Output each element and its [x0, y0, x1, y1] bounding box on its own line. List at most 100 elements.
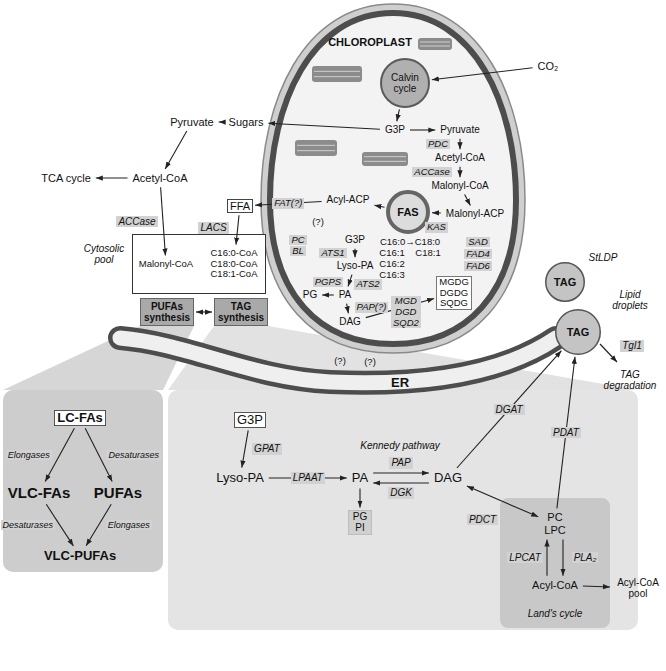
- metabolite-node: PC LPC: [540, 510, 570, 537]
- text-holder: PGPS: [313, 277, 343, 288]
- enzyme-label: PDC: [426, 139, 450, 150]
- metabolite-node: C16:0-CoA C18:0-CoA C18:1-CoA: [205, 247, 263, 282]
- connector: [354, 249, 355, 258]
- enzyme-label: MGD DGD SQD2: [391, 296, 421, 329]
- enzyme-label: PDAT: [551, 427, 581, 439]
- node-text: Sugars: [229, 116, 264, 129]
- text-label: C16:0→C18:0: [380, 237, 440, 248]
- text-holder: PAP(?): [355, 302, 389, 313]
- node-text: Acyl-ACP: [327, 194, 370, 206]
- circle-outline: [388, 192, 428, 232]
- enzyme-label: PAP(?): [355, 302, 389, 313]
- node-text: CO₂: [538, 60, 559, 73]
- metabolite-node: Lyso-PA: [334, 259, 377, 273]
- node-text: Malonyl-CoA: [431, 180, 488, 192]
- text-label: (?): [334, 356, 346, 367]
- process-box: TAG synthesis: [214, 298, 268, 326]
- text-label: C16:2: [379, 259, 404, 270]
- thylakoid-line: [364, 161, 406, 162]
- enzyme-label: DGK: [388, 487, 414, 499]
- text-holder: (?): [364, 357, 376, 368]
- thylakoid-line: [420, 42, 450, 43]
- enzyme-label: FAT(?): [272, 198, 304, 209]
- node-text: MGDG DGDG SQDG: [439, 277, 469, 310]
- text-holder: C16:0→C18:0: [380, 237, 440, 248]
- metabolite-node: VLC-PUFAs: [41, 548, 119, 565]
- lipid-droplet: TAG: [555, 309, 601, 355]
- connector: [219, 121, 224, 122]
- metabolite-node: Malonyl-ACP: [443, 207, 507, 221]
- metabolite-box: G3P: [234, 412, 266, 429]
- node-text: Malonyl-ACP: [446, 208, 504, 220]
- enzyme-label: GPAT: [252, 443, 282, 455]
- enzyme-label: PLA₂: [572, 552, 599, 564]
- er-lumen: [120, 338, 556, 383]
- enzyme-label: FAD4: [464, 249, 492, 260]
- text-holder: PC: [289, 235, 306, 246]
- text-holder: PUFAs synthesis: [141, 301, 193, 324]
- node-text: Acyl-CoA pool: [615, 577, 661, 600]
- connector: [322, 294, 334, 295]
- process-box: PUFAs synthesis: [140, 298, 194, 326]
- text-holder: Cytosolic pool: [78, 243, 130, 266]
- metabolite-node: Acetyl-CoA: [432, 151, 488, 165]
- thylakoid-line: [297, 150, 335, 151]
- detail-panel: [168, 390, 638, 630]
- text-holder: Land's cycle: [528, 608, 583, 620]
- text-holder: TAG: [567, 326, 589, 339]
- node-text: Pyruvate: [170, 116, 213, 129]
- node-text: VLC-FAs: [8, 484, 71, 501]
- metabolite-node: Pyruvate: [167, 115, 216, 130]
- node-text: PG PI: [351, 511, 369, 534]
- node-text: Lyso-PA: [216, 471, 264, 486]
- connector: [373, 482, 429, 483]
- text-label: (?): [364, 357, 376, 368]
- connector: [546, 540, 547, 576]
- thylakoid-stack: [418, 38, 452, 50]
- text-holder: TAG degradation: [601, 369, 659, 392]
- metabolite-node: TCA cycle: [38, 171, 94, 186]
- enzyme-label: LACS: [198, 222, 228, 234]
- enzyme-label: Elongases: [106, 520, 152, 530]
- degradation-arrow: [600, 344, 617, 362]
- connector: [410, 129, 435, 130]
- node-text: Calvin cycle: [384, 72, 426, 95]
- text-holder: PDCT: [467, 514, 498, 526]
- enzyme-label: Elongases: [6, 450, 52, 460]
- circle-outline: [381, 59, 429, 107]
- node-text: TCA cycle: [41, 172, 91, 185]
- thylakoid-stack: [312, 66, 362, 82]
- inner-envelope: [270, 13, 516, 344]
- text-label: ER: [391, 376, 409, 391]
- metabolite-node: Lyso-PA: [213, 470, 267, 487]
- text-holder: KAS: [425, 222, 448, 233]
- metabolite-node: DAG: [431, 470, 465, 487]
- text-holder: FAD6: [464, 261, 492, 272]
- connector: [242, 430, 248, 467]
- text-holder: C16:3: [379, 270, 404, 281]
- text-holder: PDC: [426, 139, 450, 150]
- text-holder: ATS1: [319, 248, 346, 259]
- enzyme-label: PC: [289, 235, 306, 246]
- metabolite-node: CO₂: [535, 59, 562, 74]
- metabolite-node: Acyl-ACP: [324, 193, 373, 207]
- outer-envelope: [261, 4, 525, 353]
- text-holder: Lipid droplets: [606, 289, 654, 312]
- node-text: Pyruvate: [440, 124, 479, 136]
- text-holder: Kennedy pathway: [360, 440, 440, 452]
- text-holder: StLDP: [589, 252, 618, 264]
- detail-panel: [3, 390, 163, 572]
- text-holder: ATS2: [354, 279, 381, 290]
- enzyme-label: KAS: [425, 222, 448, 233]
- node-text: G3P: [237, 413, 263, 428]
- node-text: G3P: [345, 234, 365, 246]
- text-holder: FAT(?): [272, 198, 304, 209]
- text-holder: Elongases: [6, 450, 52, 460]
- connector: [359, 489, 360, 508]
- node-text: TAG synthesis: [215, 301, 267, 324]
- connector: [562, 540, 563, 576]
- enzyme-label: ACCase: [116, 216, 157, 228]
- metabolite-node: PUFAs: [91, 483, 145, 502]
